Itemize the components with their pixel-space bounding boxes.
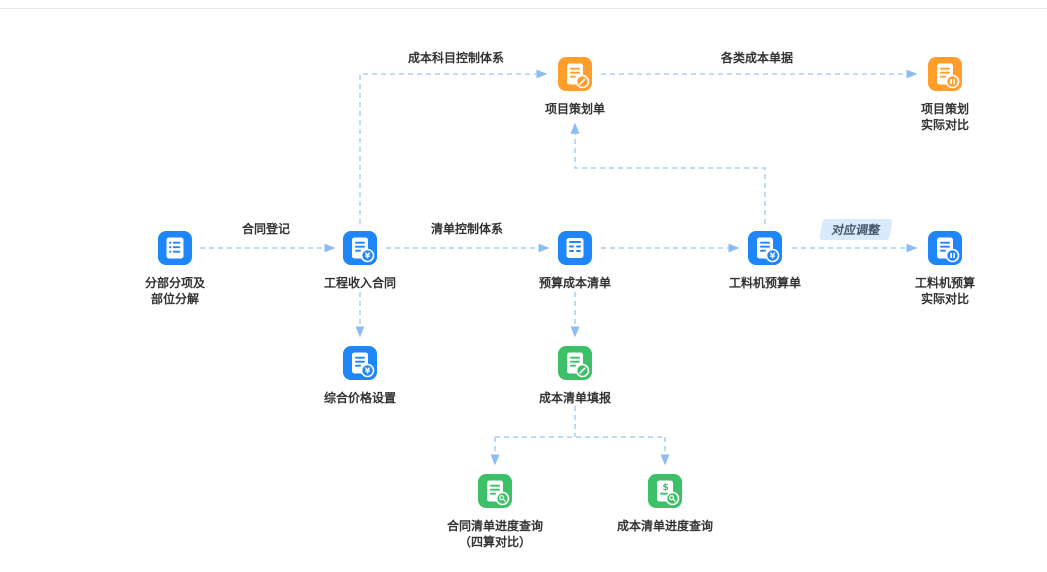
compare-badge-icon [945, 248, 960, 263]
compare-badge-icon [945, 74, 960, 89]
breakdown-list-icon [158, 231, 192, 265]
budget-cost-list-label: 预算成本清单 [538, 276, 611, 290]
svg-text:$: $ [663, 483, 669, 493]
edge-label-contract-register: 合同登记 [241, 222, 291, 236]
node-project-plan[interactable]: 项目策划单 [500, 56, 650, 117]
node-cost-list-progress[interactable]: $ 成本清单进度查询 [590, 473, 740, 534]
project-plan-label: 项目策划单 [544, 102, 605, 116]
svg-text:¥: ¥ [365, 367, 371, 376]
cost-list-fill-icon [558, 346, 592, 380]
income-contract-label: 工程收入合同 [323, 276, 396, 290]
edge-fill-split [495, 406, 665, 438]
price-setting-icon: ¥ [343, 346, 377, 380]
price-setting-label: 综合价格设置 [323, 391, 396, 405]
contract-list-progress-label: 合同清单进度查询 （四算对比） [446, 519, 543, 550]
yen-badge-icon: ¥ [360, 363, 375, 378]
node-price-setting[interactable]: ¥ 综合价格设置 [285, 345, 435, 406]
edit-badge-icon [575, 363, 590, 378]
yen-badge-icon: ¥ [360, 248, 375, 263]
top-divider [0, 8, 1047, 9]
breakdown-label: 分部分项及 部位分解 [144, 276, 205, 307]
svg-text:¥: ¥ [365, 252, 371, 261]
labor-budget-compare-icon [928, 231, 962, 265]
node-income-contract[interactable]: ¥ 工程收入合同 [285, 230, 435, 291]
cost-list-progress-icon: $ [648, 474, 682, 508]
node-project-plan-compare[interactable]: 项目策划 实际对比 [870, 56, 1020, 133]
node-labor-budget-compare[interactable]: 工料机预算 实际对比 [870, 230, 1020, 307]
edge-labor-to-plan [570, 122, 766, 224]
cost-list-fill-label: 成本清单填报 [538, 391, 611, 405]
labor-material-budget-label: 工料机预算单 [728, 276, 801, 290]
labor-material-budget-icon: ¥ [748, 231, 782, 265]
income-contract-icon: ¥ [343, 231, 377, 265]
contract-list-progress-icon [478, 474, 512, 508]
node-budget-cost-list[interactable]: 预算成本清单 [500, 230, 650, 291]
search-badge-icon [665, 491, 680, 506]
node-breakdown[interactable]: 分部分项及 部位分解 [100, 230, 250, 307]
budget-cost-list-icon [558, 231, 592, 265]
edge-contract-to-plan [359, 69, 548, 224]
edge-label-cost-subject-control: 成本科目控制体系 [407, 51, 505, 65]
edge-label-cost-documents: 各类成本单据 [720, 51, 794, 65]
edit-badge-icon [575, 74, 590, 89]
yen-badge-icon: ¥ [765, 248, 780, 263]
search-badge-icon [495, 491, 510, 506]
node-contract-list-progress[interactable]: 合同清单进度查询 （四算对比） [420, 473, 570, 550]
project-plan-compare-label: 项目策划 实际对比 [920, 102, 969, 133]
cost-list-progress-label: 成本清单进度查询 [616, 519, 713, 533]
node-cost-list-fill[interactable]: 成本清单填报 [500, 345, 650, 406]
labor-budget-compare-label: 工料机预算 实际对比 [914, 276, 975, 307]
project-plan-icon [558, 57, 592, 91]
project-plan-compare-icon [928, 57, 962, 91]
edge-label-list-control: 清单控制体系 [430, 222, 504, 236]
node-labor-material-budget[interactable]: ¥ 工料机预算单 [690, 230, 840, 291]
svg-text:¥: ¥ [770, 252, 776, 261]
